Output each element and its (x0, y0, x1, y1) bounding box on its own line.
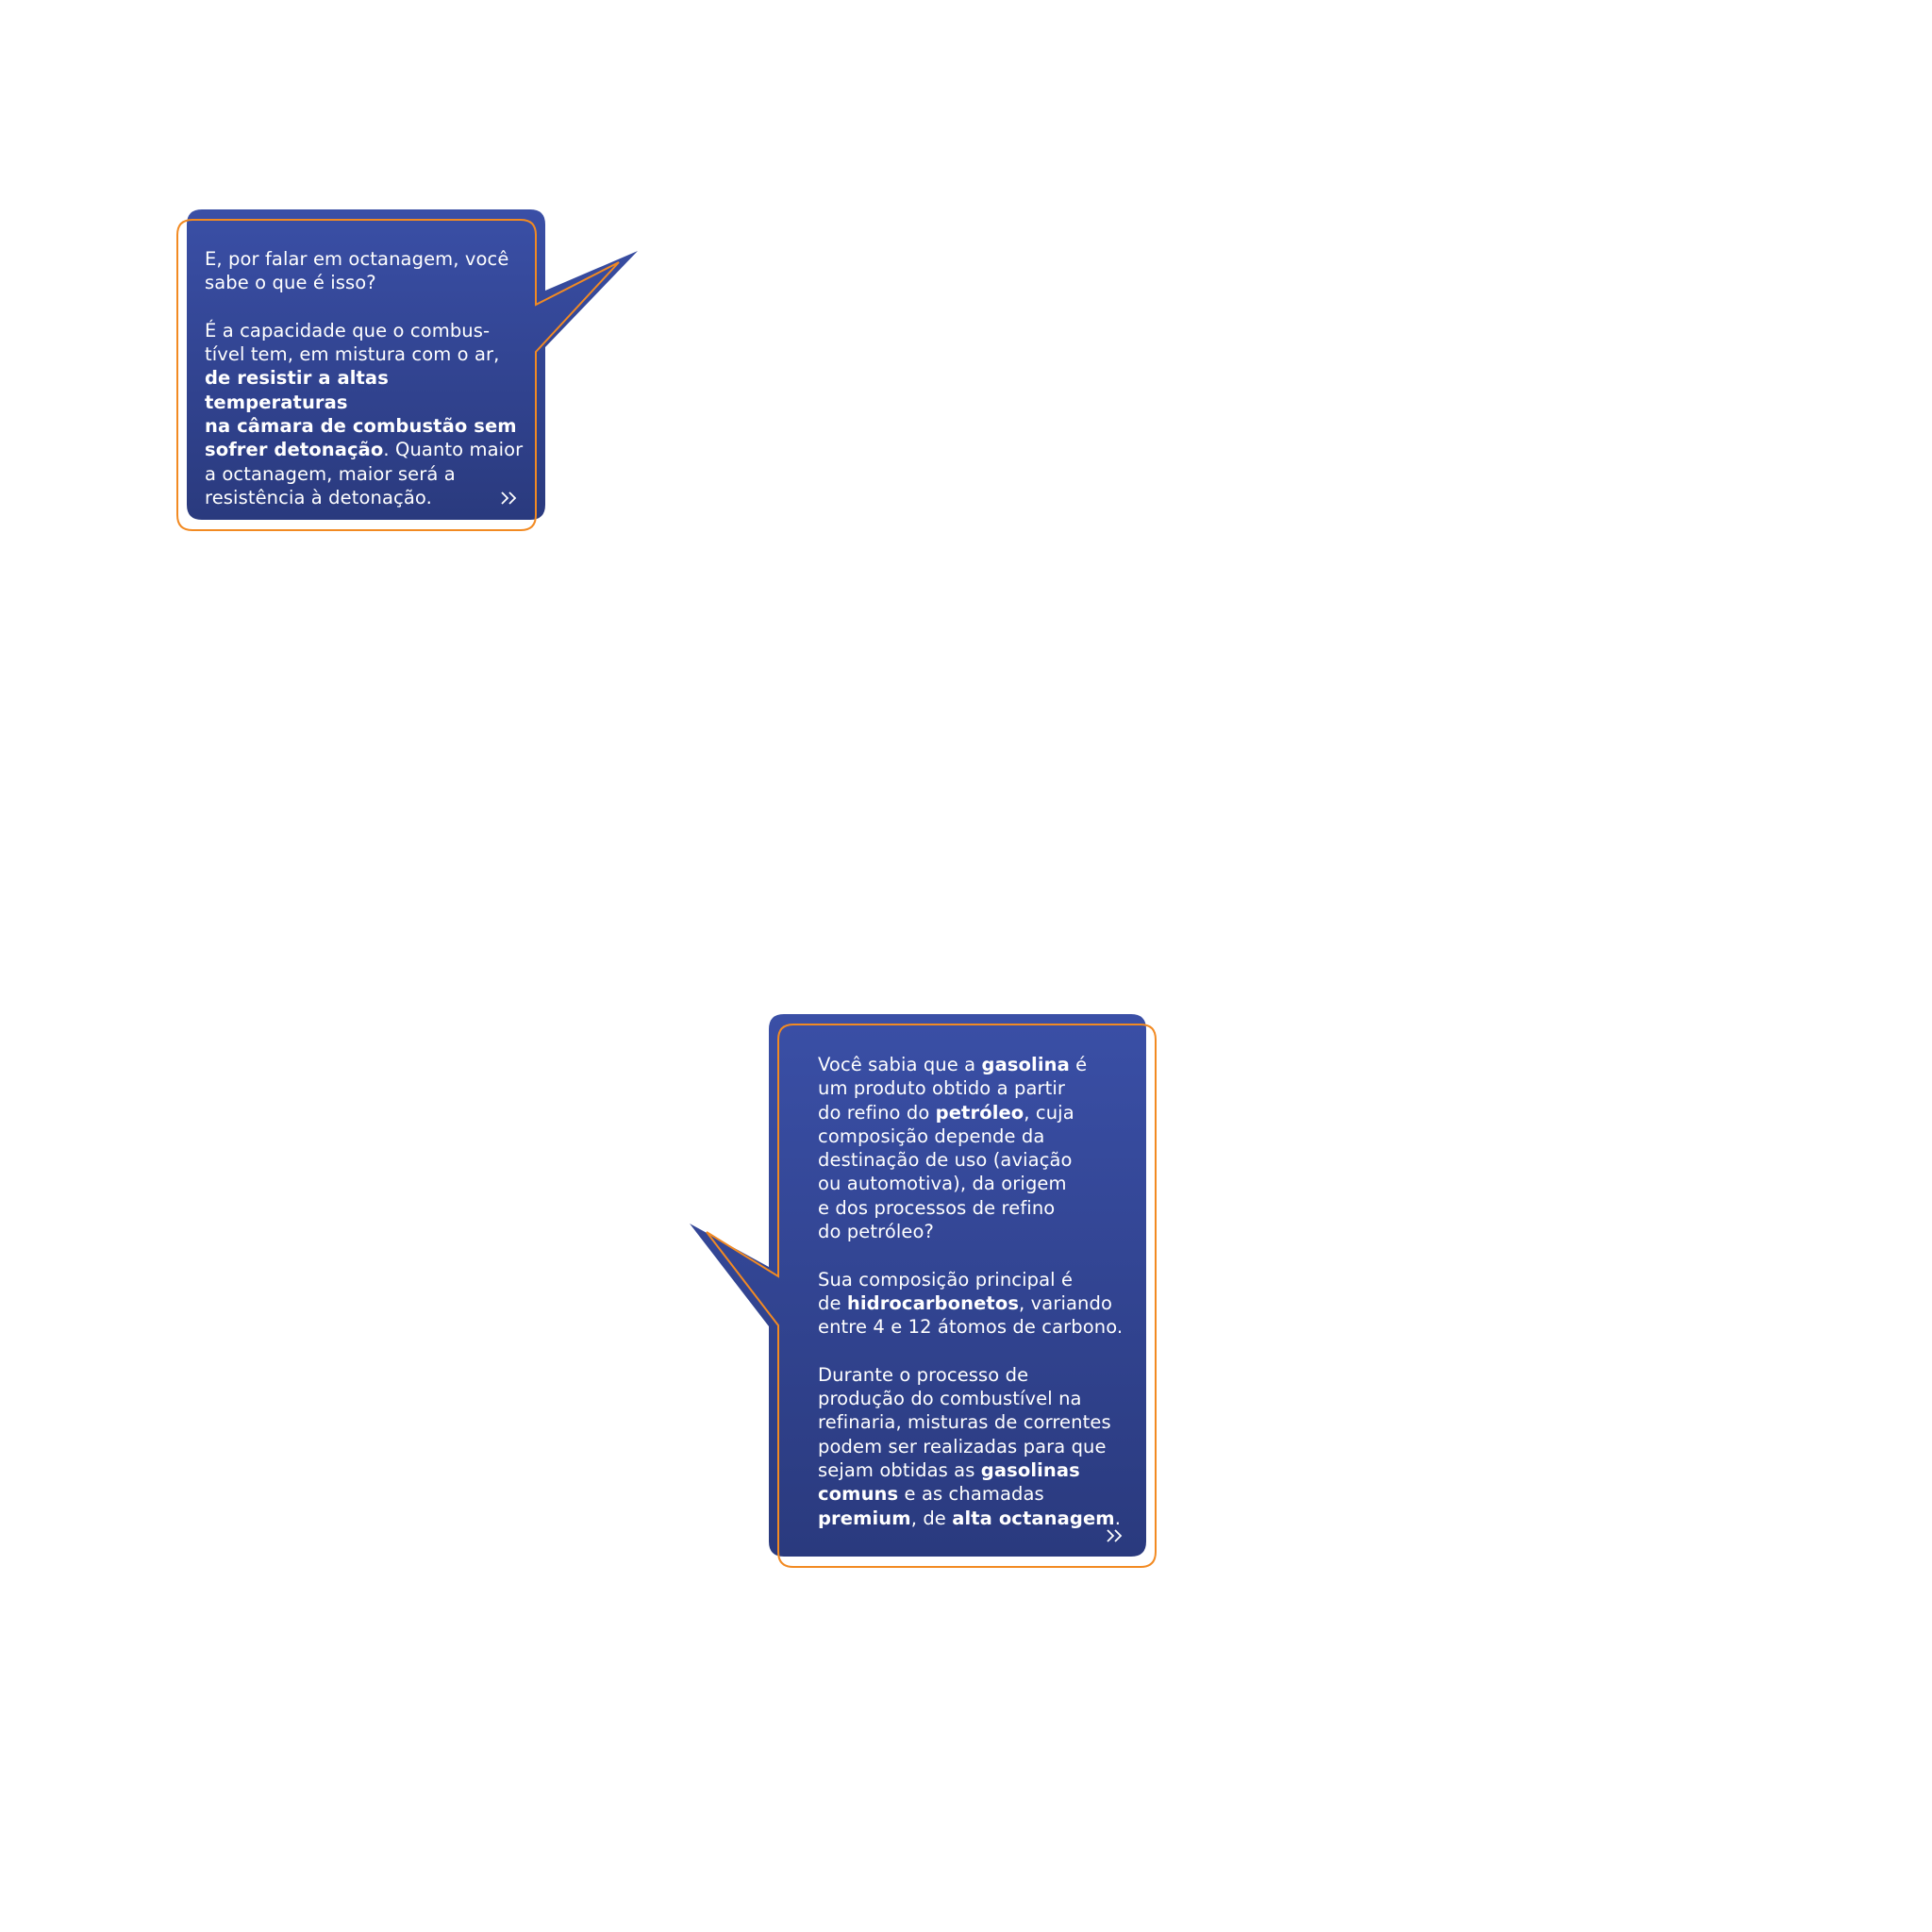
text-run: Sua composição principal é (818, 1268, 1074, 1291)
text-run: entre 4 e 12 átomos de carbono. (818, 1316, 1124, 1339)
speech-bubble-shape (176, 209, 638, 531)
bold-text: sofrer detonação (205, 439, 384, 461)
text-run: do petróleo? (818, 1221, 934, 1243)
bold-text: na câmara de combustão sem (205, 415, 517, 438)
text-run: sejam obtidas as (818, 1459, 981, 1482)
text-run: ou automotiva), da origem (818, 1173, 1067, 1195)
double-chevron-right-icon[interactable] (1106, 1528, 1124, 1543)
text-run: a octanagem, maior será a (205, 462, 456, 485)
bold-text: de resistir a altas temperaturas (205, 367, 389, 413)
bold-text: hidrocarbonetos (846, 1291, 1020, 1314)
bubble-outline (706, 1024, 1157, 1568)
text-run: composição depende da (818, 1124, 1045, 1147)
text-run: é (1069, 1054, 1088, 1075)
text-run: tível tem, em mistura com o ar, (205, 343, 500, 366)
bold-text: alta octanagem (952, 1507, 1115, 1529)
text-run: podem ser realizadas para que (818, 1435, 1107, 1457)
bold-text: premium (818, 1507, 911, 1529)
text-run: , de (910, 1507, 953, 1529)
text-run: Durante o processo de (818, 1363, 1029, 1386)
bold-text: comuns (818, 1483, 899, 1506)
text-run: um produto obtido a partir (818, 1077, 1066, 1100)
text-run: refinaria, misturas de correntes (818, 1411, 1111, 1434)
text-run: sabe o que é isso? (205, 272, 376, 294)
text-run: de (818, 1291, 847, 1314)
bubble-outline (176, 219, 620, 531)
bold-text: petróleo (935, 1101, 1024, 1124)
text-run: . (1114, 1507, 1122, 1529)
text-run: do refino do (818, 1101, 936, 1124)
text-run: e as chamadas (898, 1483, 1044, 1506)
text-run: É a capacidade que o combus- (205, 319, 491, 341)
speech-bubble-shape (690, 1014, 1157, 1568)
text-run: e dos processos de refino (818, 1196, 1056, 1219)
bold-text: gasolina (981, 1054, 1070, 1075)
text-run: E, por falar em octanagem, você (205, 248, 509, 270)
text-run: produção do combustível na (818, 1388, 1082, 1410)
text-run: , variando (1019, 1291, 1112, 1314)
text-run: resistência à detonação. (205, 486, 432, 508)
double-chevron-right-icon[interactable] (500, 491, 519, 506)
text-run: destinação de uso (aviação (818, 1149, 1073, 1172)
text-run: . Quanto maior (383, 439, 524, 461)
text-run: , cuja (1024, 1101, 1074, 1124)
bubble-paragraph: É a capacidade que o combus-tível tem, e… (205, 319, 535, 509)
bold-text: gasolinas (980, 1459, 1080, 1482)
text-run: Você sabia que a (818, 1054, 982, 1075)
